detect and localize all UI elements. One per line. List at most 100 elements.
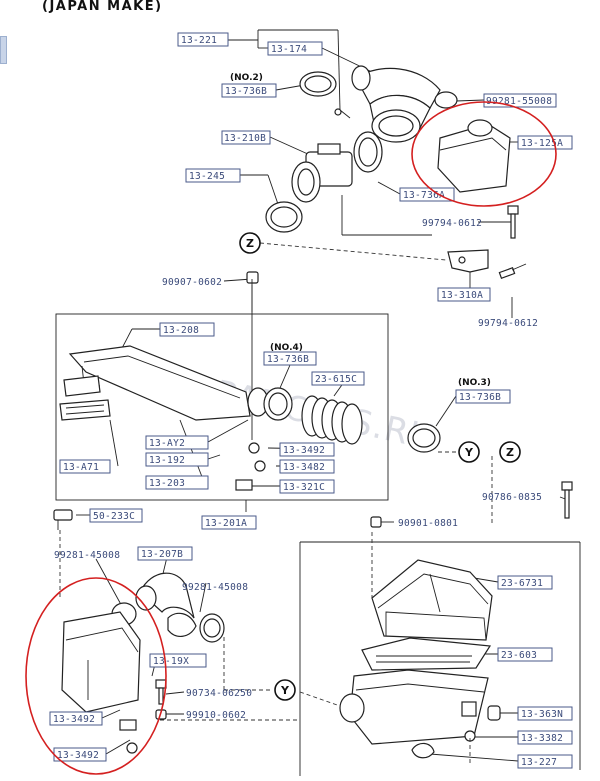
bolt-90786 (561, 481, 573, 519)
intake-hose-13-207B (135, 572, 197, 637)
part-label: 90786-0835 (482, 492, 542, 503)
label-l34: 90734-06250 (186, 688, 252, 699)
part-label: 13-3382 (521, 733, 563, 744)
window-edge-tab (0, 36, 7, 64)
grommet-lower (126, 742, 138, 754)
label-l27: 90901-0801 (398, 518, 458, 529)
bolt-99794-lower (498, 263, 527, 279)
part-label: 13-310A (441, 290, 483, 301)
gasket-13-245 (265, 201, 303, 233)
label-l22: 13-203 (145, 475, 209, 490)
part-label: 13-A71 (63, 462, 99, 473)
clamp-99281-right (199, 613, 225, 643)
label-l12: 99794-0612 (478, 318, 538, 329)
boot-23-615C (301, 395, 363, 445)
ref-circle-z-top: Z (239, 232, 261, 254)
svg-text:Y: Y (280, 684, 290, 697)
clip-13-227 (411, 742, 435, 759)
highlight-resonator-top (411, 101, 557, 207)
label-l8: 13-736A (399, 187, 455, 202)
label-l36: 13-3492 (49, 711, 103, 726)
clamp-99281 (434, 91, 458, 109)
routing-lines (59, 242, 493, 764)
label-l39: 13-3382 (517, 730, 573, 745)
label-l28: 99281-45008 (54, 550, 120, 561)
clamp-13-174 (299, 71, 337, 97)
bracket-13-A71 (59, 399, 111, 421)
svg-text:Y: Y (464, 446, 474, 459)
part-label: 23-603 (501, 650, 537, 661)
part-label: 13-736A (403, 190, 445, 201)
label-l26: 13-201A (201, 515, 257, 530)
highlight-resonator-lower (25, 577, 167, 775)
part-label: 99794-0612 (478, 318, 538, 329)
part-label: 13-208 (163, 325, 199, 336)
label-l33: 23-603 (497, 647, 553, 662)
label-l6: 13-125A (517, 135, 573, 150)
label-l18: 13-3492 (279, 442, 335, 457)
ref-circle-z-mid: Z (499, 441, 521, 463)
label-l5: 13-210B (221, 130, 271, 145)
part-label: 13-227 (521, 757, 557, 768)
part-label: 13-19X (153, 656, 189, 667)
clamp-13-736A (353, 131, 383, 173)
clamp-13-736B-no4 (263, 387, 293, 421)
part-label: 13-201A (205, 518, 247, 529)
part-label: 13-203 (149, 478, 185, 489)
part-label: 13-3492 (57, 750, 99, 761)
diagram-header: (JAPAN MAKE) (42, 0, 163, 14)
part-label: 13-363N (521, 709, 563, 720)
label-l1: 13-221 (177, 32, 229, 47)
label-l23: 13-321C (279, 479, 335, 494)
part-label: 50-233C (93, 511, 135, 522)
part-label: 13-321C (283, 482, 325, 493)
label-l21: 13-A71 (59, 459, 111, 474)
bracket-13-310A (447, 249, 489, 273)
label-l35: 99910-0602 (186, 710, 246, 721)
ref-circle-y-mid: Y (458, 441, 480, 463)
nut-90907 (246, 271, 259, 284)
note-no2: (NO.2) (230, 73, 263, 83)
nut-90901 (370, 516, 382, 528)
label-l4: 99281-55008 (483, 93, 557, 108)
part-label: 13-125A (521, 138, 563, 149)
label-l29: 13-207B (137, 546, 193, 561)
element-23-603 (361, 637, 492, 671)
label-l20: 13-3482 (279, 459, 335, 474)
part-label: 13-245 (189, 171, 225, 182)
svg-text:Z: Z (506, 446, 514, 459)
label-l15: 23-615C (311, 371, 365, 386)
part-label: 13-736B (459, 392, 501, 403)
part-label: 13-AY2 (149, 438, 185, 449)
label-l37: 13-363N (517, 706, 573, 721)
washers-13-3492 (235, 442, 266, 491)
label-l2: 13-174 (267, 41, 323, 56)
label-l30: 99281-45008 (182, 582, 248, 593)
bolt-99794-top (507, 205, 519, 239)
airflow-meter-13-210B (291, 143, 353, 203)
label-l38: 13-3492 (53, 747, 107, 762)
part-label: 13-207B (141, 549, 183, 560)
part-label: 13-736B (225, 86, 267, 97)
duct-13-208 (63, 345, 251, 421)
part-label: 13-3492 (283, 445, 325, 456)
sensor-50-233C (53, 509, 73, 530)
label-l16: 13-736B (455, 389, 511, 404)
label-l3: 13-736B (221, 83, 277, 98)
resonator-13-19X (61, 611, 141, 731)
part-label: 13-221 (181, 35, 217, 46)
part-label: 13-174 (271, 44, 307, 55)
part-label: 90734-06250 (186, 688, 252, 699)
part-label: 13-192 (149, 455, 185, 466)
part-label: 13-3492 (53, 714, 95, 725)
label-l9: 99794-0612 (422, 218, 482, 229)
part-label: 13-3482 (283, 462, 325, 473)
part-label: 23-6731 (501, 578, 543, 589)
part-label: 13-210B (224, 133, 266, 144)
label-l40: 13-227 (517, 754, 573, 769)
part-label: 90901-0801 (398, 518, 458, 529)
part-label: 99910-0602 (186, 710, 246, 721)
assembly-frame (55, 313, 389, 501)
label-l7: 13-245 (185, 168, 241, 183)
label-l11: 13-310A (437, 287, 491, 302)
